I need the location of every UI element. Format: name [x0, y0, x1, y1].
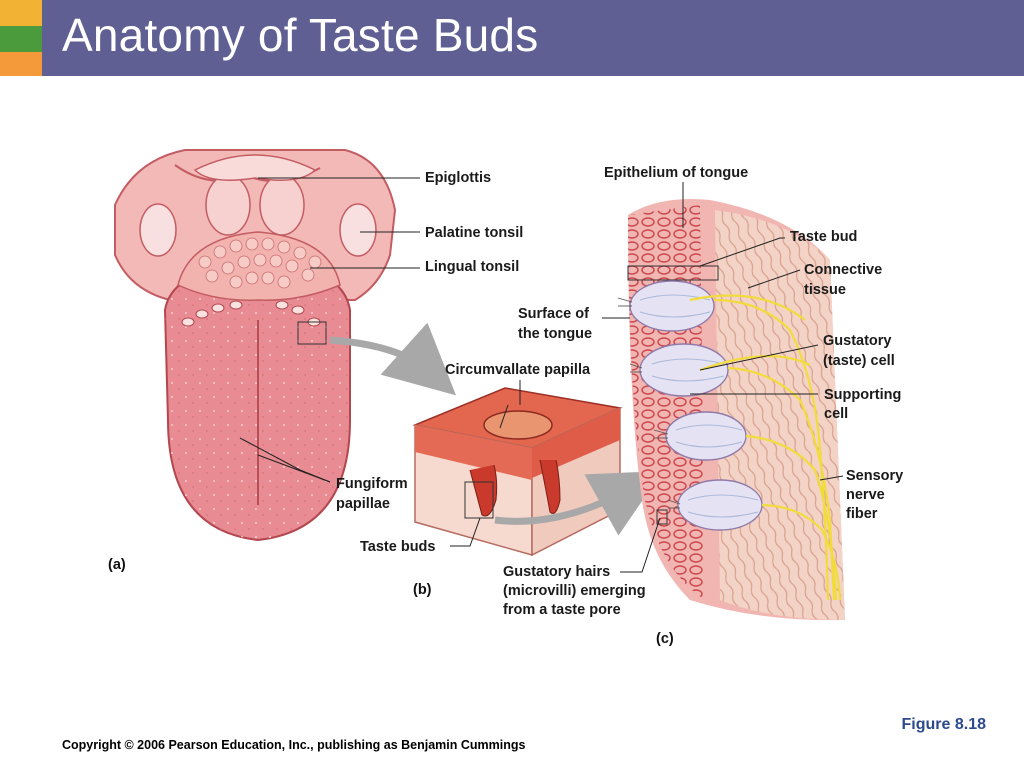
- copyright-notice: Copyright © 2006 Pearson Education, Inc.…: [62, 738, 526, 752]
- arrow-b-to-c: [494, 471, 663, 536]
- panel-label-a: (a): [108, 557, 126, 573]
- leader-lines: [239, 177, 844, 573]
- epithelium-callout-box: [627, 265, 719, 281]
- taste-bud-detail: [617, 199, 845, 621]
- taste-bud-buds: [629, 280, 763, 531]
- panel-label-b: (b): [413, 582, 432, 598]
- panel-label-c: (c): [656, 631, 674, 647]
- label-connective-1: Connective: [804, 262, 882, 278]
- label-gustatory-hairs-3: from a taste pore: [503, 602, 621, 618]
- label-circumvallate-papilla: Circumvallate papilla: [445, 362, 591, 378]
- callout-box-b: [464, 481, 494, 519]
- palatine-tonsil-right: [339, 203, 377, 257]
- label-gustatory-cell-2: (taste) cell: [823, 353, 895, 369]
- label-gustatory-hairs-2: (microvilli) emerging: [503, 583, 646, 599]
- label-surface-2: the tongue: [518, 326, 592, 342]
- circumvallate-block: [412, 387, 623, 557]
- figure-number: Figure 8.18: [901, 716, 986, 733]
- label-supporting-2: cell: [824, 406, 848, 422]
- label-epiglottis: Epiglottis: [425, 170, 491, 186]
- label-epithelium: Epithelium of tongue: [604, 165, 748, 181]
- label-supporting-1: Supporting: [824, 387, 901, 403]
- label-sensory-1: Sensory: [846, 468, 903, 484]
- label-gustatory-hairs-1: Gustatory hairs: [503, 564, 610, 580]
- title-bar: [42, 0, 1024, 76]
- label-sensory-2: nerve: [846, 487, 885, 503]
- label-taste-bud: Taste bud: [790, 229, 857, 245]
- label-fungiform-2: papillae: [336, 496, 390, 512]
- arrow-a-to-b: [329, 322, 457, 396]
- callout-box-a: [297, 321, 327, 345]
- label-surface-1: Surface of: [518, 306, 589, 322]
- label-connective-2: tissue: [804, 282, 846, 298]
- slide-title: Anatomy of Taste Buds: [62, 9, 539, 61]
- accent-orange: [0, 52, 42, 76]
- label-sensory-3: fiber: [846, 506, 878, 522]
- circumvallate-papilla: [483, 410, 553, 440]
- label-lingual-tonsil: Lingual tonsil: [425, 259, 519, 275]
- label-gustatory-cell-1: Gustatory: [823, 333, 892, 349]
- label-palatine-tonsil: Palatine tonsil: [425, 225, 523, 241]
- label-fungiform-1: Fungiform: [336, 476, 408, 492]
- accent-green: [0, 26, 42, 52]
- label-taste-buds: Taste buds: [360, 539, 435, 555]
- taste-pore-callout-box: [656, 509, 668, 525]
- accent-yellow: [0, 0, 42, 26]
- nerve-fibers: [689, 294, 842, 601]
- palatine-tonsil-left: [139, 203, 177, 257]
